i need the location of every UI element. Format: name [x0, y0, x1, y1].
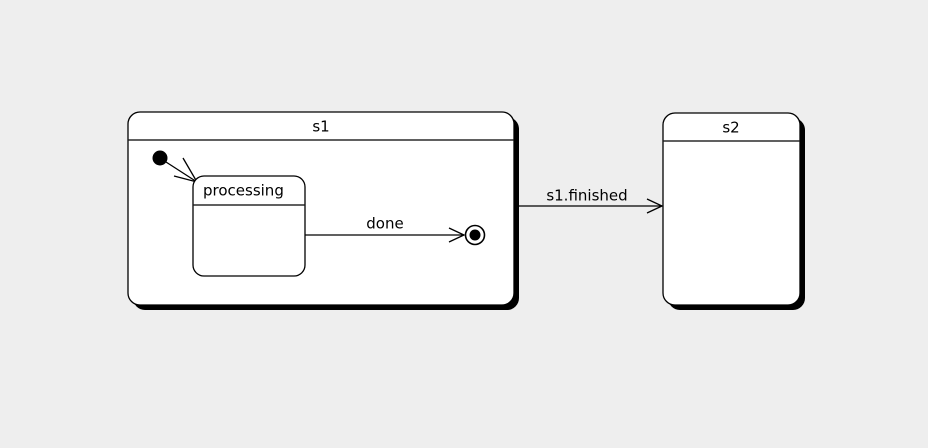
transition-initial-to-processing-line [165, 161, 198, 183]
transition-s1-finished-arrowhead [646, 198, 664, 214]
final-state-inner-dot [469, 229, 481, 241]
transition-done[interactable]: done [305, 215, 466, 243]
state-s2[interactable]: s2 [662, 112, 805, 310]
transition-done-arrowhead [448, 227, 466, 243]
state-s1-title: s1 [312, 118, 329, 136]
transition-s1-finished-label: s1.finished [546, 187, 627, 205]
initial-pseudostate-s1[interactable] [152, 150, 168, 166]
substate-processing-body[interactable] [192, 175, 306, 277]
substate-processing-title: processing [203, 182, 284, 200]
state-s2-body[interactable] [662, 112, 801, 306]
final-state-s1[interactable] [464, 224, 486, 246]
transition-done-label: done [366, 215, 403, 233]
transition-s1-finished[interactable]: s1.finished [518, 187, 664, 214]
state-s1[interactable]: s1 [127, 111, 519, 310]
initial-state-icon[interactable] [152, 150, 168, 166]
substate-processing[interactable]: processing [192, 175, 306, 277]
state-s2-title: s2 [722, 119, 739, 137]
state-s1-body[interactable] [127, 111, 515, 306]
